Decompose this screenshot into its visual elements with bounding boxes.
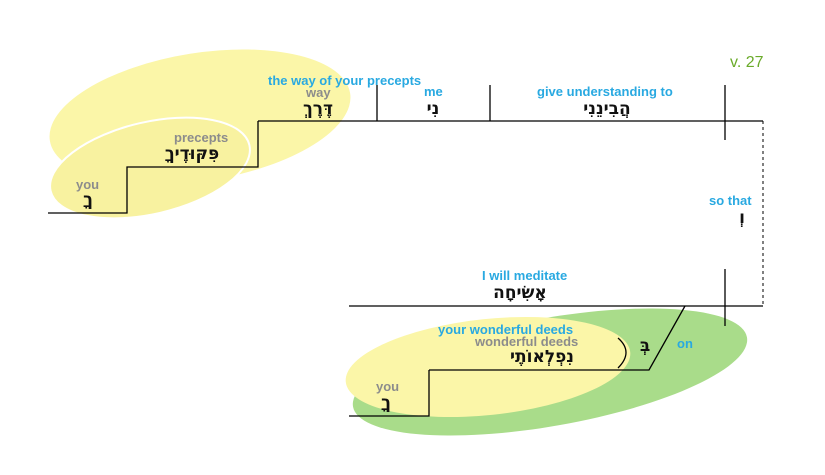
hebrew-wonderful-deeds: נִפְלְאוֹתֶי (510, 347, 574, 367)
gloss-precepts: precepts (174, 130, 228, 145)
gloss-your-wonderful-deeds: your wonderful deeds (438, 322, 573, 337)
highlight-wonderful-deeds (345, 316, 631, 418)
gloss-you-top: you (76, 177, 99, 192)
gloss-the-way-of-your-precepts: the way of your precepts (268, 73, 421, 88)
hebrew-me: נִי (427, 99, 440, 119)
gloss-way: way (305, 85, 331, 100)
preposition-hook (617, 337, 627, 369)
hebrew-i-will-meditate: אָשִׂיחָה (493, 283, 547, 303)
steps-top (48, 121, 259, 214)
gloss-me: me (424, 84, 443, 99)
gloss-i-will-meditate: I will meditate (482, 268, 567, 283)
hebrew-you-bottom: ךָ (381, 393, 391, 413)
gloss-wonderful-deeds: wonderful deeds (474, 334, 578, 349)
hebrew-you-top: ךָ (83, 190, 93, 210)
hebrew-give-understanding: הֲבִינֵנִי (583, 99, 630, 119)
gloss-on: on (677, 336, 693, 351)
gloss-you-bottom: you (376, 379, 399, 394)
gloss-so-that: so that (709, 193, 752, 208)
hebrew-on: בְּ (640, 336, 650, 356)
highlight-precepts (49, 116, 251, 220)
hebrew-way: דֶּרֶךְ (303, 99, 333, 119)
preposition-slant (429, 305, 686, 371)
hebrew-so-that: וְ (739, 208, 745, 228)
steps-bottom (349, 370, 430, 417)
hebrew-precepts: פִּקּוּדֶיךָ (165, 144, 219, 164)
gloss-give-understanding-to: give understanding to (537, 84, 673, 99)
verse-label: v. 27 (730, 54, 764, 71)
